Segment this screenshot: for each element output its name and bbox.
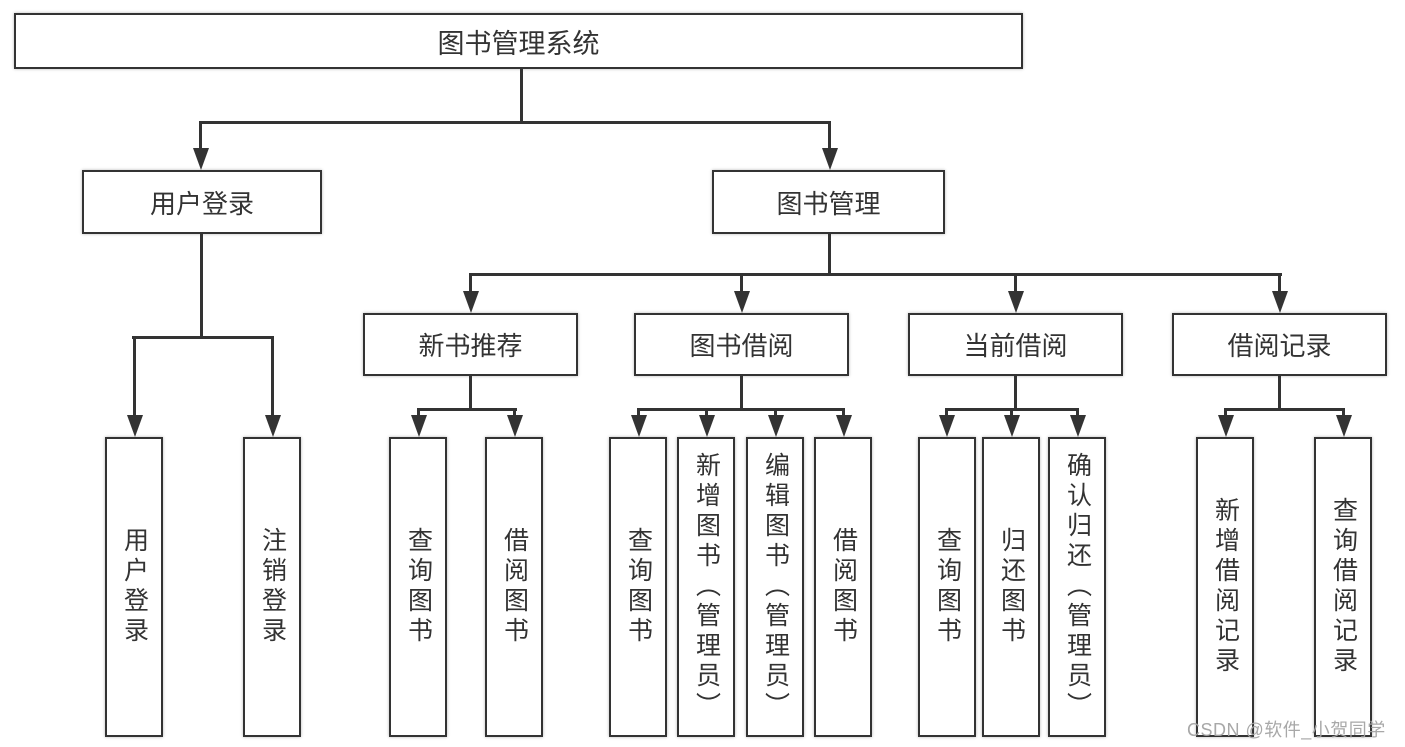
connector-line: [1278, 376, 1281, 410]
leaf-label: 归还图书: [997, 527, 1026, 647]
connector-line: [469, 273, 472, 295]
leaf-label: 借阅图书: [829, 527, 858, 647]
connector-line: [200, 234, 203, 338]
arrowhead-down: [1336, 415, 1352, 437]
leaf-add-borrow-record: 新增借阅记录: [1196, 437, 1254, 737]
connector-line: [199, 121, 831, 124]
leaf-label: 新增图书（管理员）: [692, 452, 721, 722]
leaf-user-login: 用户登录: [105, 437, 163, 737]
connector-line: [828, 234, 831, 275]
leaf-logout: 注销登录: [243, 437, 301, 737]
leaf-label: 编辑图书（管理员）: [761, 452, 790, 722]
connector-line: [271, 336, 274, 416]
connector-line: [199, 121, 202, 151]
arrowhead-down: [836, 415, 852, 437]
node-new-book-recommend: 新书推荐: [363, 313, 578, 376]
connector-line: [1076, 408, 1079, 420]
arrowhead-down: [127, 415, 143, 437]
arrowhead-down: [193, 148, 209, 170]
leaf-query-books-1: 查询图书: [389, 437, 447, 737]
leaf-label: 查询图书: [933, 527, 962, 647]
connector-line: [1010, 408, 1013, 420]
connector-line: [469, 273, 1282, 276]
connector-line: [1278, 273, 1281, 295]
connector-line: [637, 408, 845, 411]
leaf-query-borrow-record: 查询借阅记录: [1314, 437, 1372, 737]
connector-line: [945, 408, 948, 420]
node-book-management: 图书管理: [712, 170, 945, 234]
connector-line: [469, 376, 472, 410]
connector-line: [1014, 376, 1017, 410]
node-current-borrow: 当前借阅: [908, 313, 1123, 376]
connector-line: [417, 408, 420, 420]
arrowhead-down: [822, 148, 838, 170]
connector-line: [520, 69, 523, 122]
connector-line: [842, 408, 845, 420]
leaf-add-book-admin: 新增图书（管理员）: [677, 437, 735, 737]
leaf-query-books-3: 查询图书: [918, 437, 976, 737]
csdn-watermark: CSDN @软件_小贺同学: [1187, 720, 1386, 740]
node-root-library-system: 图书管理系统: [14, 13, 1023, 69]
leaf-borrow-books-1: 借阅图书: [485, 437, 543, 737]
arrowhead-down: [768, 415, 784, 437]
leaf-label: 注销登录: [258, 527, 287, 647]
leaf-label: 查询借阅记录: [1329, 497, 1358, 677]
arrowhead-down: [507, 415, 523, 437]
connector-line: [417, 408, 517, 411]
arrowhead-down: [699, 415, 715, 437]
leaf-confirm-return-admin: 确认归还（管理员）: [1048, 437, 1106, 737]
arrowhead-down: [1272, 291, 1288, 313]
connector-line: [132, 336, 274, 339]
connector-line: [1342, 408, 1345, 420]
connector-line: [1014, 273, 1017, 295]
connector-line: [740, 376, 743, 410]
leaf-label: 查询图书: [624, 527, 653, 647]
node-book-borrow: 图书借阅: [634, 313, 849, 376]
arrowhead-down: [1004, 415, 1020, 437]
leaf-borrow-books-2: 借阅图书: [814, 437, 872, 737]
arrowhead-down: [1070, 415, 1086, 437]
arrowhead-down: [411, 415, 427, 437]
arrowhead-down: [1008, 291, 1024, 313]
leaf-label: 借阅图书: [500, 527, 529, 647]
arrowhead-down: [939, 415, 955, 437]
connector-line: [133, 336, 136, 416]
connector-line: [828, 121, 831, 151]
leaf-label: 新增借阅记录: [1211, 497, 1240, 677]
leaf-return-books: 归还图书: [982, 437, 1040, 737]
node-user-login: 用户登录: [82, 170, 322, 234]
connector-line: [637, 408, 640, 420]
arrowhead-down: [734, 291, 750, 313]
connector-line: [1224, 408, 1345, 411]
arrowhead-down: [463, 291, 479, 313]
connector-line: [1224, 408, 1227, 420]
arrowhead-down: [265, 415, 281, 437]
arrowhead-down: [1218, 415, 1234, 437]
node-borrow-records: 借阅记录: [1172, 313, 1387, 376]
arrowhead-down: [631, 415, 647, 437]
leaf-label: 确认归还（管理员）: [1063, 452, 1092, 722]
connector-line: [740, 273, 743, 295]
connector-line: [513, 408, 516, 420]
leaf-label: 用户登录: [120, 527, 149, 647]
leaf-query-books-2: 查询图书: [609, 437, 667, 737]
leaf-edit-book-admin: 编辑图书（管理员）: [746, 437, 804, 737]
leaf-label: 查询图书: [404, 527, 433, 647]
connector-line: [705, 408, 708, 420]
connector-line: [774, 408, 777, 420]
